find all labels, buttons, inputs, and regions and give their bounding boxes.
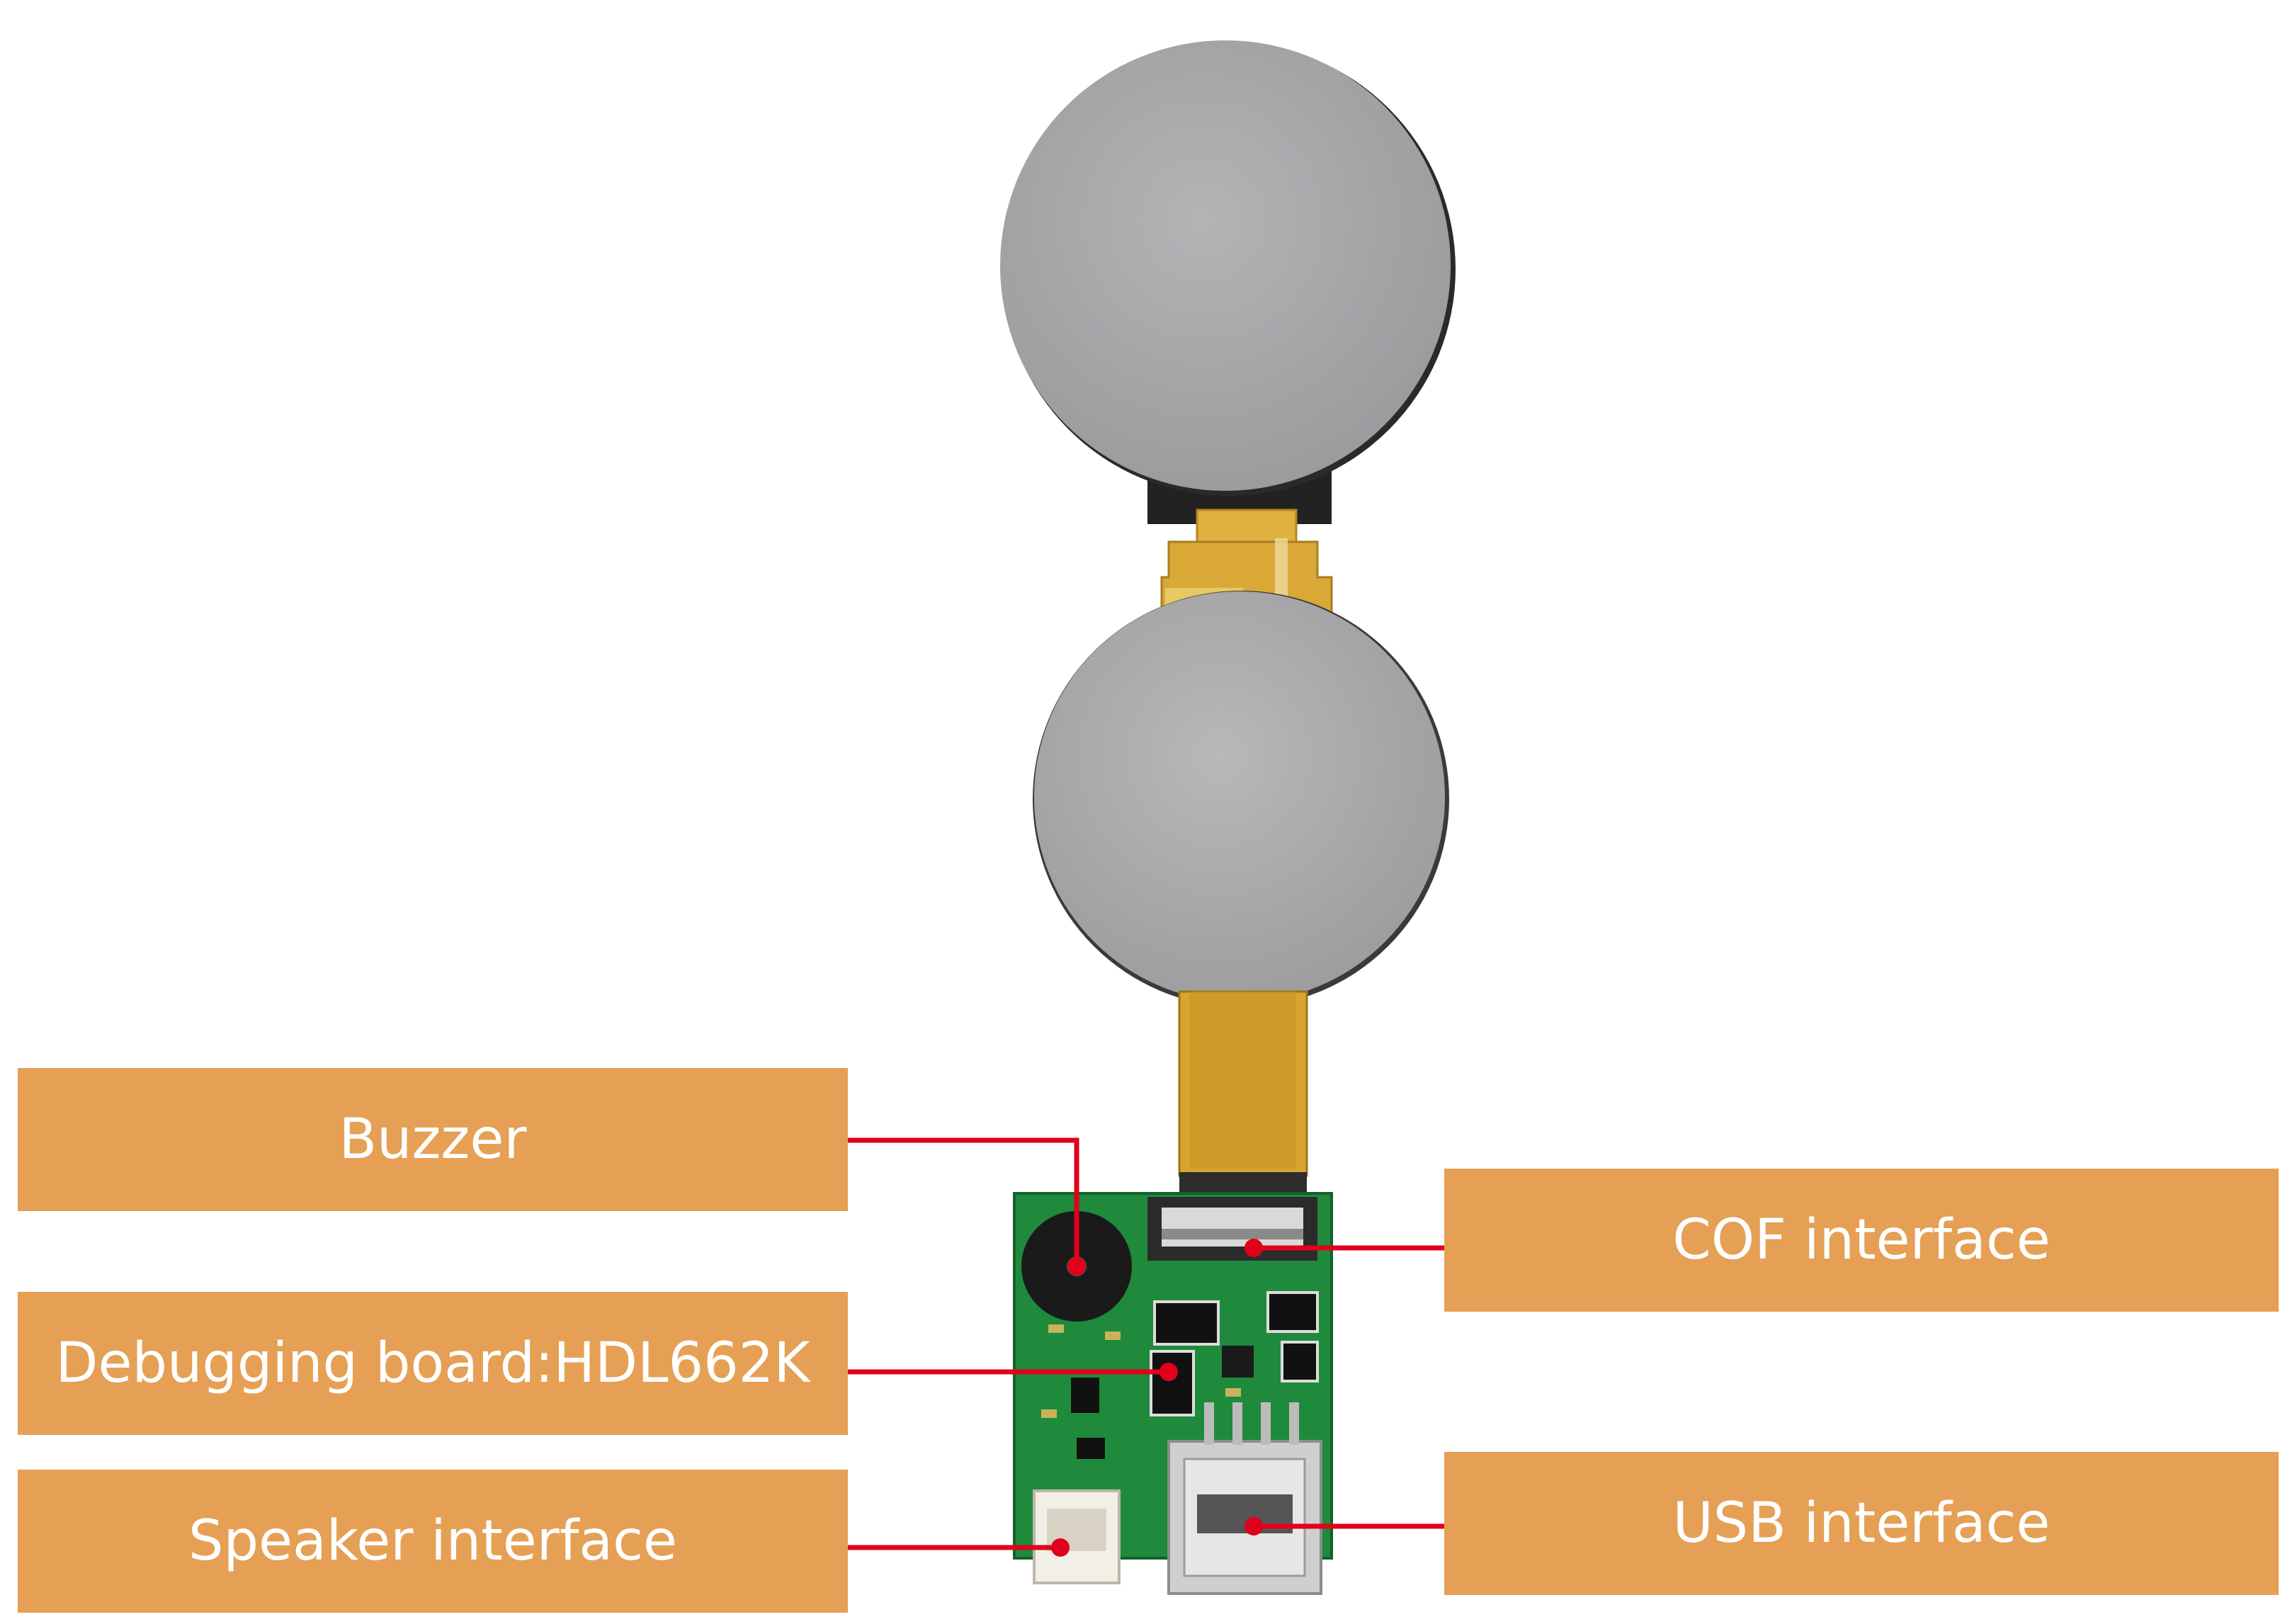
leader-dot-speaker bbox=[1051, 1538, 1070, 1557]
debugging-board-pcb bbox=[1013, 1192, 1333, 1595]
label-cof-interface: COF interface bbox=[1444, 1169, 2279, 1312]
label-debugging-board: Debugging board:HDL662K bbox=[18, 1292, 848, 1435]
leader-dot-debug bbox=[1159, 1363, 1178, 1381]
leader-dots bbox=[1051, 1239, 1263, 1557]
leader-dot-usb bbox=[1244, 1517, 1263, 1535]
label-usb-interface-text: USB interface bbox=[1672, 1492, 2051, 1555]
leader-dot-buzzer bbox=[1067, 1257, 1086, 1276]
label-buzzer-text: Buzzer bbox=[339, 1108, 527, 1171]
label-buzzer: Buzzer bbox=[18, 1068, 848, 1211]
label-speaker-interface: Speaker interface bbox=[18, 1470, 848, 1613]
label-speaker-interface-text: Speaker interface bbox=[188, 1509, 677, 1573]
label-usb-interface: USB interface bbox=[1444, 1452, 2279, 1595]
upper-round-display bbox=[1000, 40, 1456, 524]
leader-dot-cof bbox=[1244, 1239, 1263, 1257]
lower-round-display bbox=[1033, 591, 1449, 1007]
label-cof-interface-text: COF interface bbox=[1672, 1208, 2051, 1272]
leader-lines bbox=[848, 1137, 1444, 1550]
leader-line-buzzer bbox=[848, 1137, 1079, 1266]
fpc-cable bbox=[1178, 990, 1308, 1193]
label-debugging-board-text: Debugging board:HDL662K bbox=[55, 1331, 810, 1395]
